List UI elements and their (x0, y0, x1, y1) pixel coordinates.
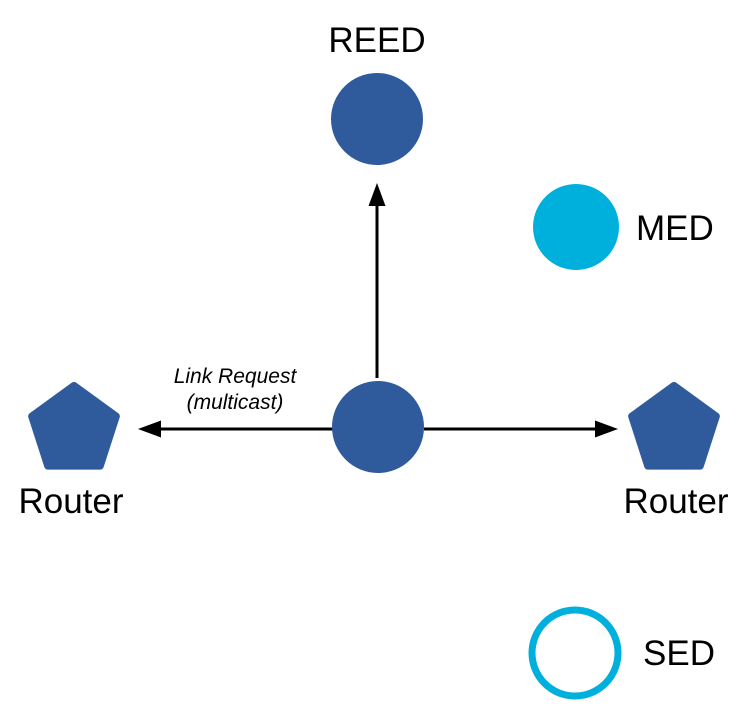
sed-node-ring-icon (528, 606, 622, 700)
reed-node-circle-icon (331, 73, 423, 165)
reed-label: REED (328, 21, 425, 60)
sed-label: SED (643, 634, 715, 673)
center-node-circle-icon (332, 381, 424, 473)
arrow-right-icon (424, 420, 618, 438)
router-right-label: Router (623, 482, 728, 521)
link-request-line2: (multicast) (187, 391, 284, 414)
arrow-left-icon (138, 420, 334, 438)
med-label: MED (636, 209, 714, 248)
arrow-up-icon (368, 183, 386, 378)
router-right-pentagon-icon (628, 382, 720, 470)
router-left-pentagon-icon (28, 382, 120, 470)
link-request-annotation: Link Request (multicast) (174, 365, 298, 414)
link-request-line1: Link Request (174, 365, 298, 388)
med-node-circle-icon (533, 184, 619, 270)
router-left-label: Router (18, 482, 123, 521)
